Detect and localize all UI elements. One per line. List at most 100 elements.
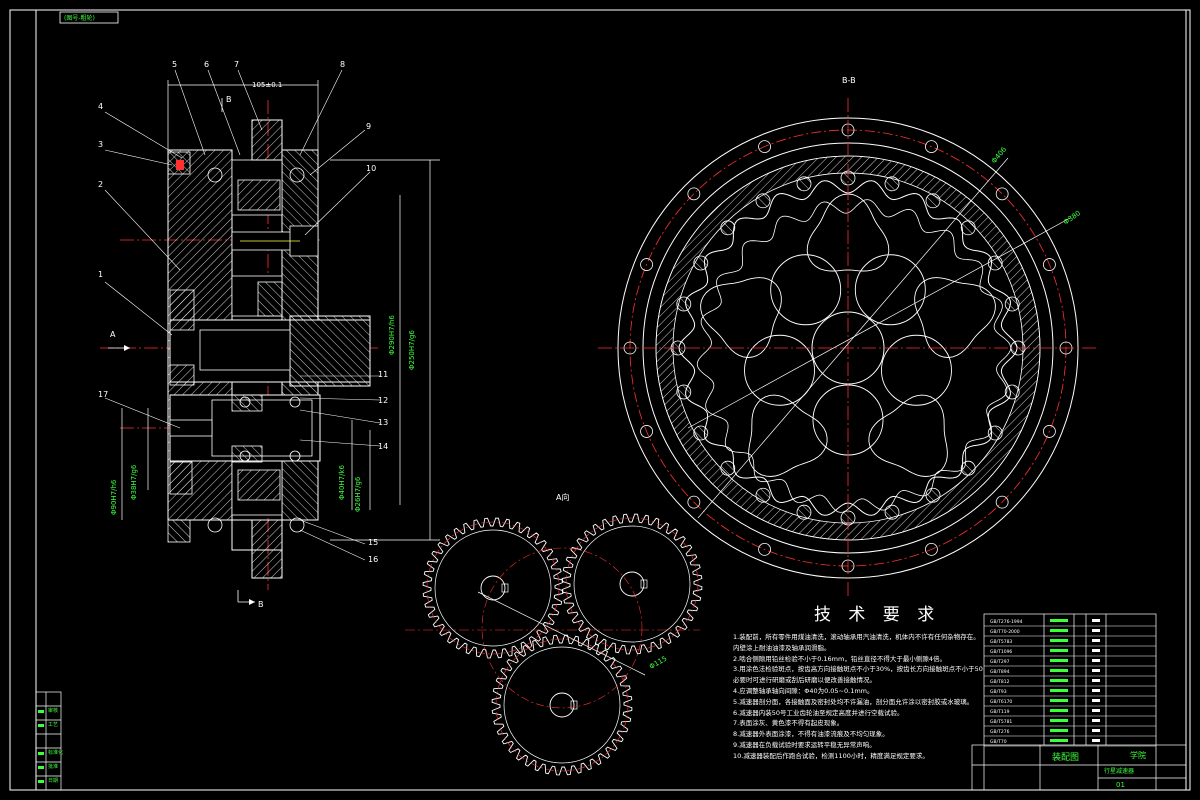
title-block-row-mark — [1050, 639, 1068, 642]
tech-item: 9.减速器在负载试验时要求运转平稳无异常声响。 — [733, 740, 876, 749]
ring-pin — [960, 220, 976, 236]
left-panel-label: 工艺 — [48, 722, 59, 728]
view-label-bb: B-B — [842, 76, 856, 85]
tech-requirements-title: 技 术 要 求 — [814, 605, 941, 625]
disc-cutout — [914, 277, 996, 358]
title-block-row-text: GB/T1096 — [990, 649, 1012, 655]
disc-cutout — [748, 394, 828, 477]
dim-d5: Φ40H7/k6 — [338, 465, 346, 500]
tech-item: 3.用涂色法检验斑点，按齿高方向接触斑点不小于30%，按齿长方向接触斑点不小于5… — [733, 665, 983, 674]
gear-pitch-circle — [426, 521, 560, 655]
title-block-row-mark — [1092, 729, 1100, 732]
a-view-gears — [405, 513, 703, 776]
title-block-drawing-no: 01 — [1116, 781, 1125, 789]
disc-hole — [881, 334, 952, 406]
title-block-row-mark — [1050, 689, 1068, 692]
left-panel-label: 标准化 — [48, 750, 64, 756]
title-block-row-mark — [1092, 629, 1100, 632]
ring-pin — [925, 193, 941, 209]
tech-item: 7.表面涂灰、黄色漆不得有起皮现象。 — [733, 719, 844, 728]
section-mark-b: B — [226, 95, 232, 104]
title-block-row-text: GB/T5781 — [990, 719, 1012, 725]
title-block-row-mark — [1050, 629, 1068, 632]
title-block-row-mark — [1050, 679, 1068, 682]
bolt-hole — [995, 495, 1009, 509]
inner-border — [35, 9, 1187, 791]
gear-keyway — [640, 579, 648, 589]
bolt-hole — [925, 543, 938, 556]
bolt-hole — [687, 187, 701, 201]
part-number-5: 5 — [172, 60, 178, 69]
tech-item: 8.减速器外表面涂漆，不得有油漆流痕及不均匀现象。 — [733, 730, 889, 739]
bolt-hole — [925, 140, 938, 153]
gear-root-circle — [434, 529, 552, 647]
tech-item: 10.减速器装配后作跑合试验，检测1100小时，精度满足规定要求。 — [733, 751, 929, 760]
dim-leader-1 — [697, 157, 1009, 519]
tech-item: 1.装配前，所有零件用煤油清洗，滚动轴承用汽油清洗，机体内不许有任何杂物存在。 — [733, 633, 980, 641]
left-panel-label: 日期 — [48, 778, 59, 784]
tech-requirements-list: 1.装配前，所有零件用煤油清洗，滚动轴承用汽油清洗，机体内不许有任何杂物存在。 … — [733, 632, 983, 762]
title-block-row-mark — [1050, 659, 1068, 662]
dim-d2: Φ250H7/g6 — [408, 330, 416, 370]
part-number-16: 16 — [368, 555, 379, 564]
part-number-14: 14 — [378, 442, 389, 451]
title-block-school: 学院 — [1130, 750, 1146, 760]
title-block-name: 装配图 — [1052, 751, 1079, 763]
title-block-row-text: GB/T812 — [990, 679, 1010, 685]
ring-pin — [884, 176, 900, 192]
title-block-row-mark — [1092, 739, 1100, 742]
title-block-row-mark — [1050, 739, 1068, 742]
title-block-row-mark — [1092, 639, 1100, 642]
ring-pin — [676, 296, 692, 312]
stamp-text: (图号-粗轮) — [64, 14, 95, 22]
tech-item: 必要时可进行研磨或刮后研磨以便改善接触情况。 — [733, 676, 876, 685]
disc-hole — [744, 334, 815, 406]
ring-pin — [755, 487, 771, 503]
ring-pin — [693, 255, 709, 271]
part-number-6: 6 — [204, 60, 210, 69]
b-b-view — [598, 98, 1098, 598]
ring-pin — [925, 487, 941, 503]
planet-gear — [422, 517, 564, 659]
bolt-hole — [640, 258, 653, 271]
title-block-row-mark — [1050, 709, 1068, 712]
dim-leader-2 — [687, 217, 1071, 429]
top-dimension: 105±0.1 — [252, 81, 283, 89]
title-block-row-text: GB/T119 — [990, 709, 1010, 715]
bolt-hole — [1043, 258, 1056, 271]
part-number-7: 7 — [234, 60, 240, 69]
title-block-row-mark — [1092, 649, 1100, 652]
title-block-row-mark — [1092, 669, 1100, 672]
part-number-2: 2 — [98, 180, 104, 189]
gear-bore — [549, 692, 575, 718]
part-number-12: 12 — [378, 396, 389, 405]
section-view — [100, 69, 440, 605]
disc-cutout — [700, 277, 782, 358]
a-view-dim-leader — [477, 591, 646, 676]
gear-pitch-circle — [495, 638, 629, 772]
bolt-hole — [1043, 425, 1056, 438]
title-block-row-mark — [1092, 719, 1100, 722]
title-block-row-text: GB/T894 — [990, 669, 1010, 675]
bolt-hole — [640, 425, 653, 438]
part-number-10: 10 — [366, 164, 377, 173]
title-block-row-text: GB/T297 — [990, 659, 1010, 665]
gear-root-circle — [503, 646, 621, 764]
tech-item: 内壁涂上耐油油漆及轴承润滑脂。 — [733, 643, 831, 652]
dim-d3: Φ90H7/h6 — [110, 479, 118, 515]
tech-item: 4.应调整轴承轴向间隙：Φ40为0.05~0.1mm。 — [733, 686, 874, 695]
stamp-box — [59, 11, 119, 24]
part-number-1: 1 — [98, 270, 104, 279]
part-number-3: 3 — [98, 140, 104, 149]
title-block-row-text: GB/T93 — [990, 689, 1007, 695]
bolt-hole — [995, 187, 1009, 201]
left-panel-label: 审核 — [48, 708, 59, 714]
arrow-b-label: B — [258, 600, 264, 609]
title-block-row-mark — [1092, 679, 1100, 682]
tech-item: 2.啮合侧隙用铅丝检验不小于0.16mm，铅丝直径不得大于最小侧隙4倍。 — [733, 654, 946, 663]
title-block-row-mark — [1092, 709, 1100, 712]
disc-cutout — [868, 394, 948, 477]
ring-pin — [796, 176, 812, 192]
title-block-row-mark — [1050, 719, 1068, 722]
